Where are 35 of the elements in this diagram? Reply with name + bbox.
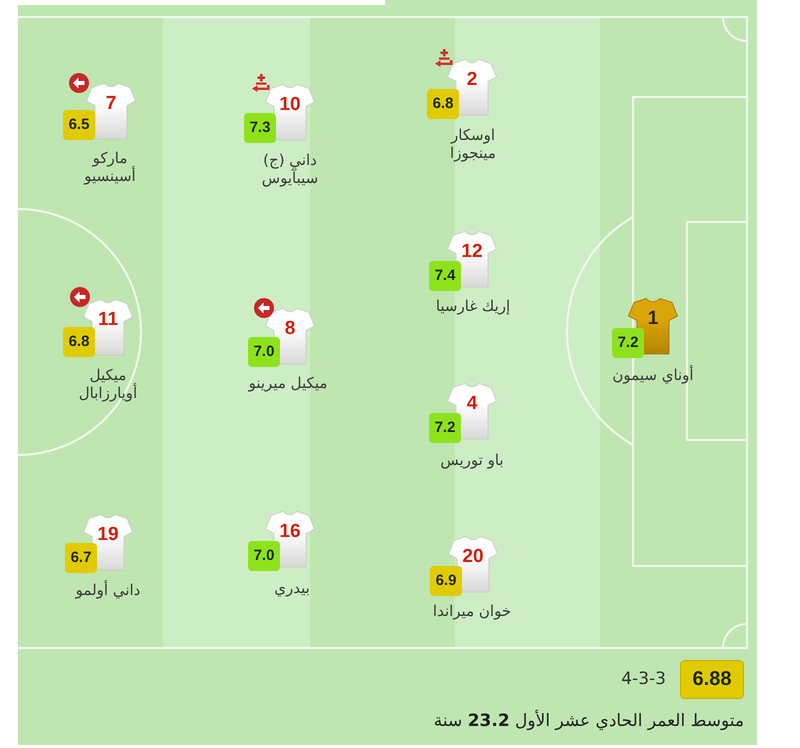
jersey-number: 2 bbox=[466, 70, 478, 90]
rating-badge: 7.2 bbox=[429, 413, 461, 443]
player-name: داني أولمو bbox=[76, 581, 140, 599]
rating-badge: 6.9 bbox=[430, 566, 462, 596]
rating-badge: 6.7 bbox=[65, 543, 97, 573]
jersey-number: 7 bbox=[106, 94, 116, 114]
player-name: ميكيل ميرينو bbox=[248, 374, 328, 392]
rating-badge: 7.0 bbox=[248, 337, 280, 367]
player-name: باو توريس bbox=[440, 451, 504, 469]
rating-badge: 7.2 bbox=[612, 328, 644, 358]
rating-badge: 6.8 bbox=[63, 327, 95, 357]
rating-badge: 7.4 bbox=[429, 261, 461, 291]
rating-badge: 7.3 bbox=[244, 113, 276, 143]
jersey-number: 8 bbox=[284, 319, 296, 339]
jersey-number: 1 bbox=[648, 309, 658, 329]
player-name: خوان ميراندا bbox=[432, 602, 512, 620]
player-name: اوسكار مينجوزا bbox=[449, 126, 497, 162]
player-name: داني (ج) سيبآيوس bbox=[260, 151, 320, 187]
player-name: إريك غارسيا bbox=[436, 297, 510, 315]
player-name: أوناي سيمون bbox=[612, 366, 694, 384]
player-name: بيدري bbox=[274, 579, 310, 597]
formation-label: 4-3-3 bbox=[621, 668, 666, 690]
jersey-number: 11 bbox=[98, 310, 118, 330]
jersey-number: 10 bbox=[279, 95, 301, 115]
rating-badge: 6.88 bbox=[680, 660, 744, 699]
jersey-number: 20 bbox=[462, 547, 484, 567]
player-name: ماركو أسينسيو bbox=[82, 149, 137, 185]
jersey-number: 19 bbox=[97, 525, 119, 545]
jersey-number: 12 bbox=[461, 242, 483, 262]
rating-badge: 6.8 bbox=[427, 89, 459, 119]
rating-badge: 6.5 bbox=[63, 110, 95, 140]
jersey-number: 4 bbox=[466, 394, 478, 414]
player-name: ميكيل أويارزابال bbox=[78, 366, 138, 402]
rating-badge: 7.0 bbox=[248, 541, 280, 571]
jersey-number: 16 bbox=[279, 522, 301, 542]
